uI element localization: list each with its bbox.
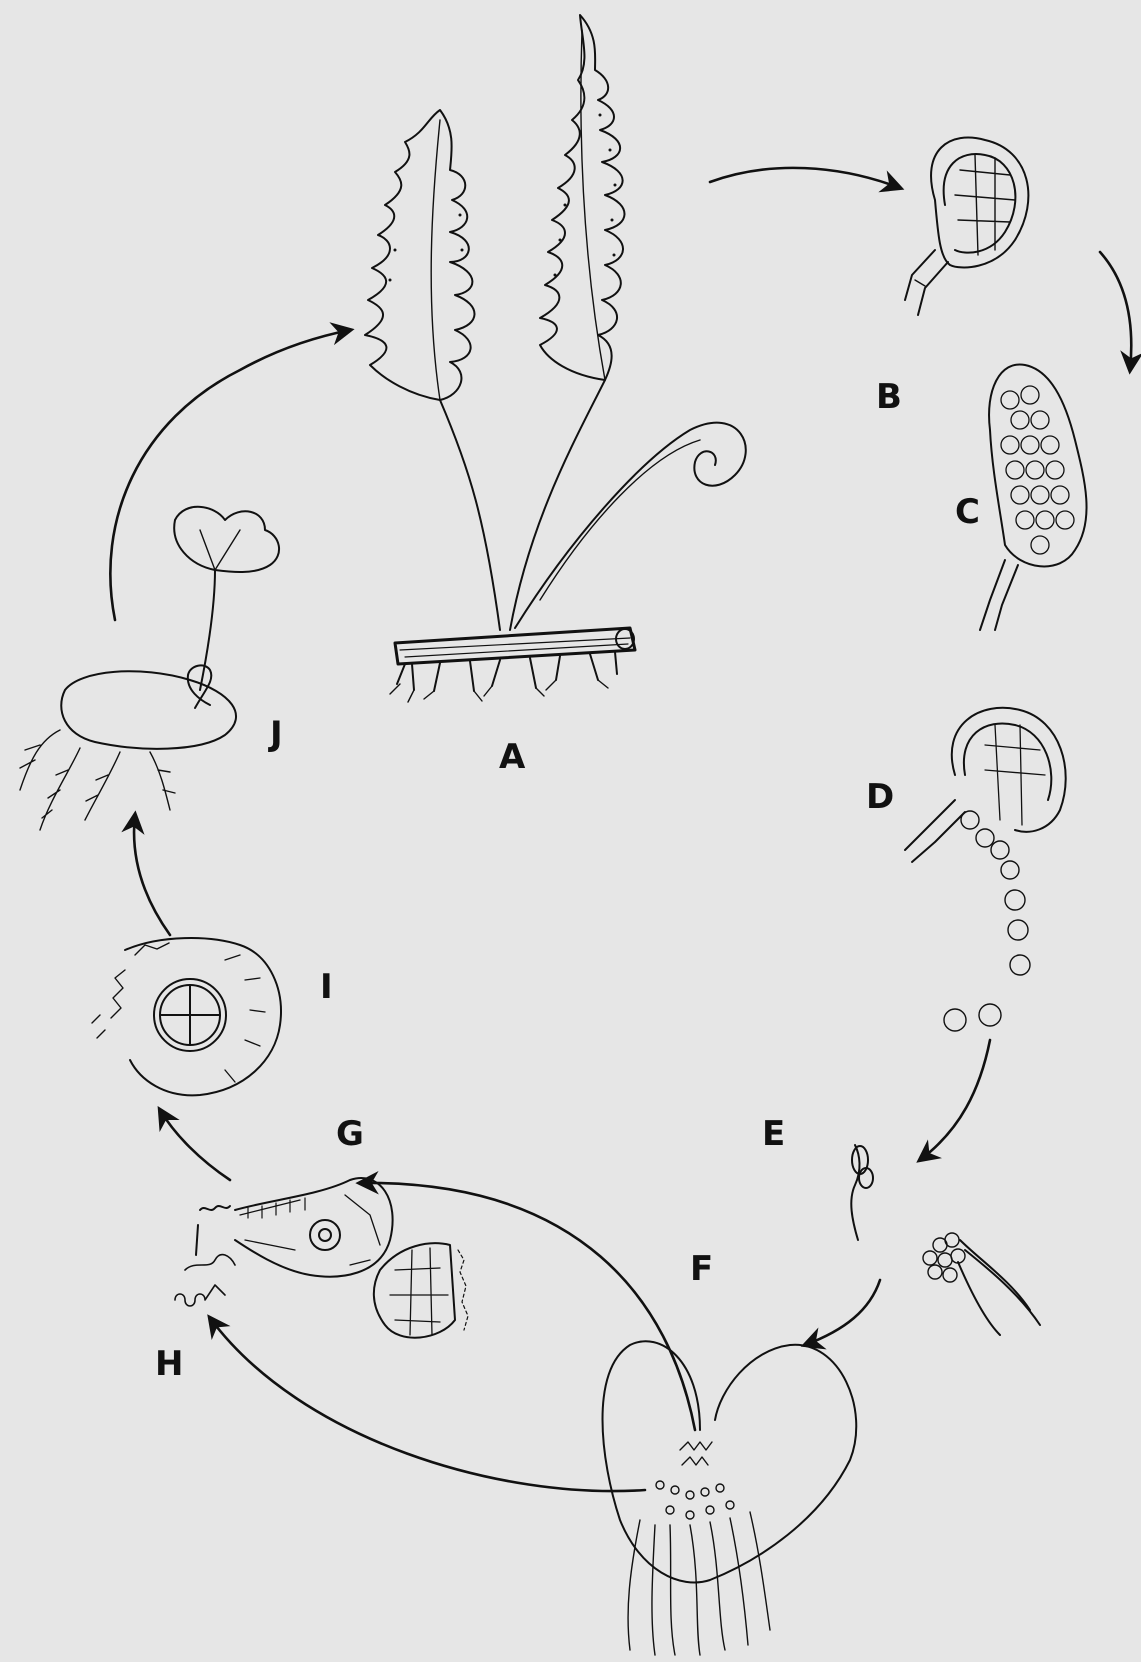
label-g: G bbox=[336, 1117, 364, 1151]
young-sporophyte bbox=[20, 507, 279, 830]
arrow-j-to-a bbox=[110, 330, 350, 620]
prothallus bbox=[603, 1341, 857, 1655]
label-j: J bbox=[270, 717, 283, 751]
arrow-d-to-e bbox=[920, 1040, 990, 1160]
label-c: C bbox=[955, 495, 980, 529]
sporangium-with-spores bbox=[980, 364, 1087, 630]
antheridium bbox=[374, 1243, 468, 1337]
label-i: I bbox=[320, 970, 333, 1004]
fern-sporophyte bbox=[365, 15, 746, 702]
germinating-spores bbox=[851, 1145, 1040, 1335]
arrow-a-to-b bbox=[710, 168, 900, 188]
arrow-g-to-i bbox=[160, 1110, 230, 1180]
label-f: F bbox=[690, 1252, 713, 1286]
arrow-e-to-f bbox=[805, 1280, 880, 1345]
archegonium bbox=[235, 1178, 393, 1277]
embryo bbox=[92, 938, 281, 1095]
sperm-cells bbox=[175, 1206, 235, 1306]
arrow-i-to-j bbox=[134, 815, 170, 935]
label-h: H bbox=[155, 1347, 183, 1381]
cycle-arrows bbox=[110, 168, 1131, 1491]
label-e: E bbox=[762, 1117, 785, 1151]
label-b: B bbox=[876, 380, 902, 414]
dehiscing-sporangium bbox=[905, 708, 1066, 1031]
arrow-b-to-c bbox=[1100, 252, 1131, 370]
label-d: D bbox=[866, 780, 894, 814]
arrow-f-to-h bbox=[210, 1318, 645, 1491]
label-a: A bbox=[499, 740, 525, 774]
sporangium bbox=[905, 138, 1028, 316]
